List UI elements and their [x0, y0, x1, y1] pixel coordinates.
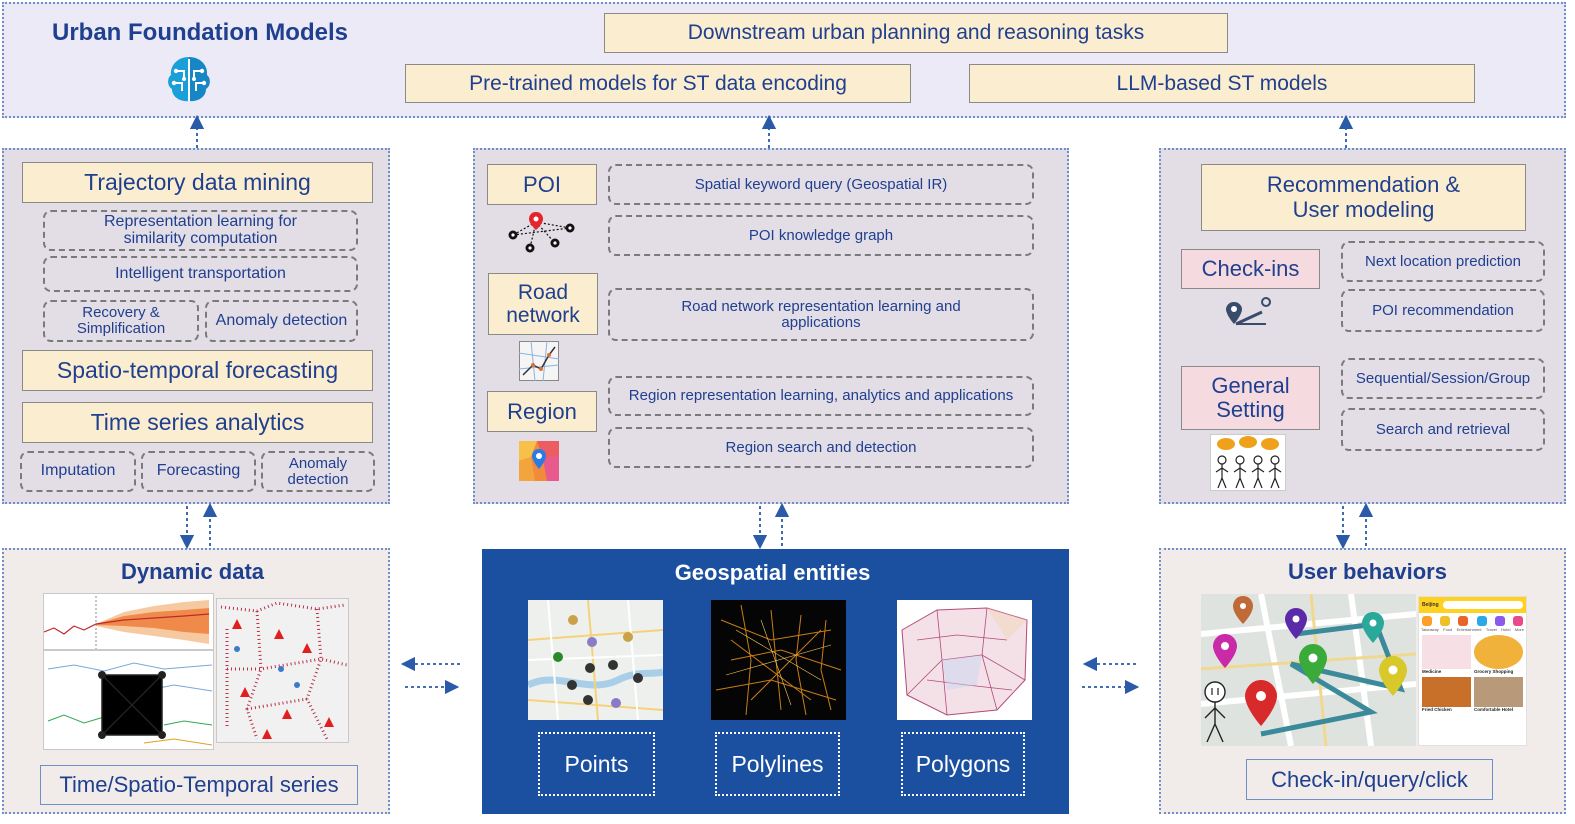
app-card-image	[1474, 635, 1523, 669]
app-cat-label: Entertainment	[1456, 627, 1482, 632]
group-people-icon	[1210, 434, 1286, 491]
trajectory-network-image	[216, 598, 349, 743]
spatio-temporal-forecasting-box: Spatio-temporal forecasting	[22, 350, 373, 391]
app-card-image	[1474, 677, 1523, 707]
downstream-tasks-box: Downstream urban planning and reasoning …	[604, 13, 1228, 53]
app-card: Grocery Shopping	[1474, 635, 1523, 674]
next-location-prediction-box: Next location prediction	[1341, 241, 1545, 282]
trajectory-data-mining-box: Trajectory data mining	[22, 162, 373, 203]
app-card: Fried Chicken	[1422, 677, 1471, 712]
app-cat-label: More	[1514, 627, 1524, 632]
app-cat-icon	[1512, 616, 1523, 626]
poi-pins-icon	[503, 210, 581, 260]
app-card: Comfortable Hotel	[1474, 677, 1523, 712]
dynamic-data-title: Dynamic data	[120, 559, 265, 584]
app-card: Medicine	[1422, 635, 1471, 674]
polylines-box: Polylines	[715, 732, 840, 796]
urban-foundation-models-title: Urban Foundation Models	[52, 19, 348, 46]
poi-box: POI	[487, 164, 597, 205]
search-retrieval-box: Search and retrieval	[1341, 408, 1545, 451]
app-cat-label: Hotel	[1501, 627, 1511, 632]
region-map-icon	[519, 441, 559, 481]
region-search-box: Region search and detection	[608, 427, 1034, 468]
road-network-rep-box: Road network representation learning and…	[608, 288, 1034, 341]
region-representation-box: Region representation learning, analytic…	[608, 376, 1034, 416]
app-card-title: Comfortable Hotel	[1474, 707, 1514, 712]
region-box: Region	[487, 391, 597, 432]
imputation-box: Imputation	[20, 451, 136, 492]
time-series-analytics-box: Time series analytics	[22, 402, 373, 443]
app-search-bar: Beijing	[1419, 597, 1526, 613]
representation-learning-box: Representation learning for similarity c…	[43, 210, 358, 251]
road-network-icon	[519, 341, 559, 381]
user-behaviors-caption: Check-in/query/click	[1246, 759, 1493, 800]
poi-knowledge-graph-box: POI knowledge graph	[608, 215, 1034, 256]
app-cat-label: Travel	[1485, 627, 1497, 632]
graph-series-image	[43, 650, 214, 750]
app-cat-label: Food	[1443, 627, 1453, 632]
llm-st-models-box: LLM-based ST models	[969, 64, 1475, 103]
spatial-keyword-query-box: Spatial keyword query (Geospatial IR)	[608, 164, 1034, 205]
intelligent-transportation-box: Intelligent transportation	[43, 256, 358, 292]
brain-icon	[164, 53, 214, 105]
food-app-screenshot: Beijing Takeaway Food Entertainment Trav…	[1418, 596, 1527, 746]
sequential-session-group-box: Sequential/Session/Group	[1341, 358, 1545, 399]
forecast-chart-image	[43, 593, 214, 650]
app-cat-icon	[1458, 616, 1469, 626]
checkin-icon	[1222, 296, 1274, 330]
pretrained-models-box: Pre-trained models for ST data encoding	[405, 64, 911, 103]
anomaly-detection-box-1: Anomaly detection	[205, 300, 358, 342]
polygons-box: Polygons	[901, 732, 1025, 796]
app-cat-icon	[1494, 616, 1505, 626]
app-card-image	[1422, 635, 1471, 669]
checkin-map-image	[1201, 594, 1416, 746]
app-search-field	[1442, 601, 1523, 609]
app-card-title: Fried Chicken	[1422, 707, 1452, 712]
anomaly-detection-box-2: Anomaly detection	[261, 451, 375, 492]
app-card-image	[1422, 677, 1471, 707]
recommendation-user-modeling-box: Recommendation & User modeling	[1201, 164, 1526, 231]
app-card-title: Medicine	[1422, 669, 1442, 674]
app-card-title: Grocery Shopping	[1474, 669, 1514, 674]
app-cards: Medicine Grocery Shopping Fried Chicken …	[1419, 633, 1526, 714]
user-behaviors-title: User behaviors	[1288, 559, 1447, 584]
app-cat-icon	[1440, 616, 1451, 626]
app-category-labels: Takeaway Food Entertainment Travel Hotel…	[1419, 626, 1526, 633]
app-cat-icon	[1422, 616, 1432, 626]
app-header-text: Beijing	[1422, 602, 1439, 608]
app-category-row	[1419, 613, 1526, 626]
points-box: Points	[538, 732, 655, 796]
general-setting-box: General Setting	[1181, 366, 1320, 430]
polygons-map-image	[897, 600, 1032, 720]
geospatial-entities-title: Geospatial entities	[674, 560, 871, 585]
app-cat-label: Takeaway	[1421, 627, 1439, 632]
trajectory-panel	[2, 148, 390, 504]
check-ins-box: Check-ins	[1181, 249, 1320, 289]
app-cat-icon	[1476, 616, 1487, 626]
polylines-map-image	[711, 600, 846, 720]
forecasting-box: Forecasting	[141, 451, 256, 492]
recovery-simplification-box: Recovery & Simplification	[43, 300, 199, 342]
points-map-image	[528, 600, 663, 720]
road-network-box: Road network	[488, 273, 598, 335]
dynamic-data-caption: Time/Spatio-Temporal series	[40, 765, 358, 805]
poi-recommendation-box: POI recommendation	[1341, 289, 1545, 332]
